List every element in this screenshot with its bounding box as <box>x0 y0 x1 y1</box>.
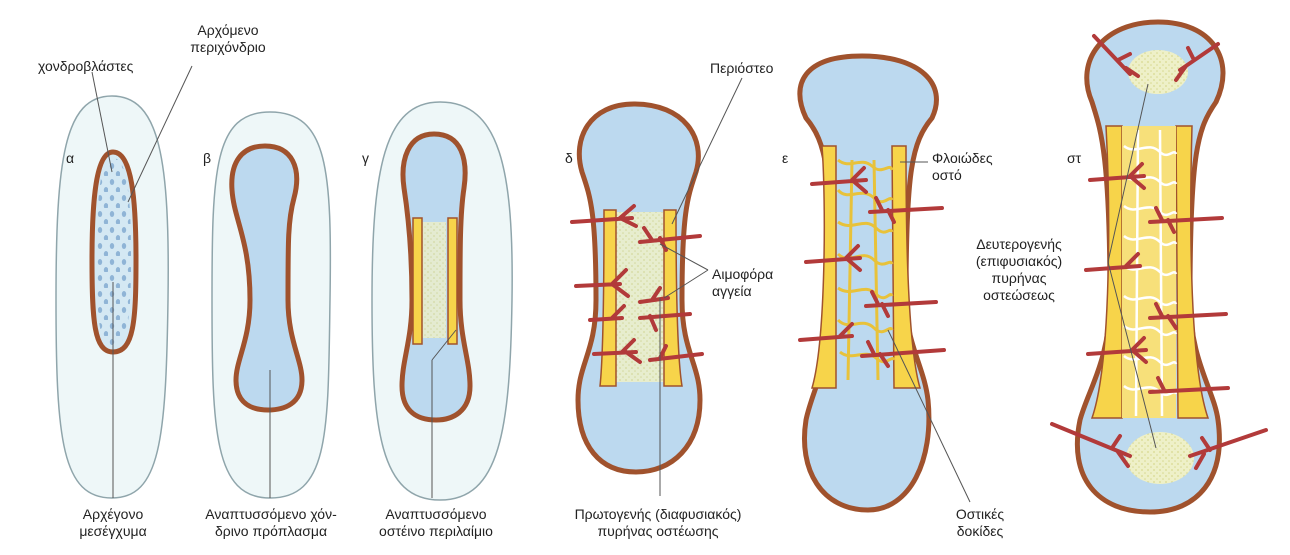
label-cortical-bone-line1: Φλοιώδες <box>932 150 993 167</box>
bone-collar-right <box>448 218 457 344</box>
label-perichondrium: Αρχόμενο περιχόνδριο <box>168 22 288 56</box>
label-bone-collar-line1: Αναπτυσσόμενο <box>366 506 506 523</box>
label-trabeculae-line2: δοκίδες <box>940 523 1020 540</box>
stage-alpha <box>56 66 192 498</box>
label-bone-collar-line2: οστέινο περιλαίμιο <box>366 523 506 540</box>
label-blood-vessels-line1: Αιμοφόρα <box>712 266 773 283</box>
label-trabeculae: Οστικές δοκίδες <box>940 506 1020 540</box>
stage-letter-d: δ <box>565 150 573 166</box>
label-mesenchyme-line1: Αρχέγονο <box>58 506 168 523</box>
label-cartilage-line2: δρινο πρόπλασμα <box>196 523 346 540</box>
label-mesenchyme-line2: μεσέγχυμα <box>58 523 168 540</box>
label-secondary-ossification: Δευτερογενής (επιφυσιακός) πυρήνας οστεώ… <box>944 236 1094 304</box>
label-primary-line1: Πρωτογενής (διαφυσιακός) <box>548 506 768 523</box>
label-cortical-bone: Φλοιώδες οστό <box>932 150 993 184</box>
stage-beta <box>212 112 330 498</box>
label-primary-line2: πυρήνας οστέωσης <box>548 523 768 540</box>
label-cartilage-line1: Αναπτυσσόμενο χόν- <box>196 506 346 523</box>
bone <box>800 56 937 510</box>
label-periosteum: Περιόστεο <box>710 60 773 77</box>
label-secondary-line3: πυρήνας <box>944 270 1094 287</box>
label-bone-collar: Αναπτυσσόμενο οστέινο περιλαίμιο <box>366 506 506 540</box>
label-perichondrium-line2: περιχόνδριο <box>168 39 288 56</box>
stage-letter-f: στ <box>1067 150 1081 166</box>
label-blood-vessels-line2: αγγεία <box>712 283 773 300</box>
stage-gamma <box>372 102 512 500</box>
label-cartilage-model: Αναπτυσσόμενο χόν- δρινο πρόπλασμα <box>196 506 346 540</box>
stage-letter-c: γ <box>362 150 369 166</box>
stage-letter-b: β <box>203 150 211 166</box>
label-blood-vessels: Αιμοφόρα αγγεία <box>712 266 773 300</box>
label-cortical-bone-line2: οστό <box>932 167 993 184</box>
label-trabeculae-line1: Οστικές <box>940 506 1020 523</box>
label-primary-ossification: Πρωτογενής (διαφυσιακός) πυρήνας οστέωση… <box>548 506 768 540</box>
stage-letter-e: ε <box>782 150 788 166</box>
label-secondary-line4: οστεώσεως <box>944 287 1094 304</box>
stage-letter-a: α <box>66 150 74 166</box>
label-perichondrium-line1: Αρχόμενο <box>168 22 288 39</box>
label-secondary-line2: (επιφυσιακός) <box>944 253 1094 270</box>
label-chondroblasts: χονδροβλάστες <box>38 58 133 75</box>
bone-collar-left <box>413 218 422 344</box>
label-mesenchyme: Αρχέγονο μεσέγχυμα <box>58 506 168 540</box>
label-secondary-line1: Δευτερογενής <box>944 236 1094 253</box>
